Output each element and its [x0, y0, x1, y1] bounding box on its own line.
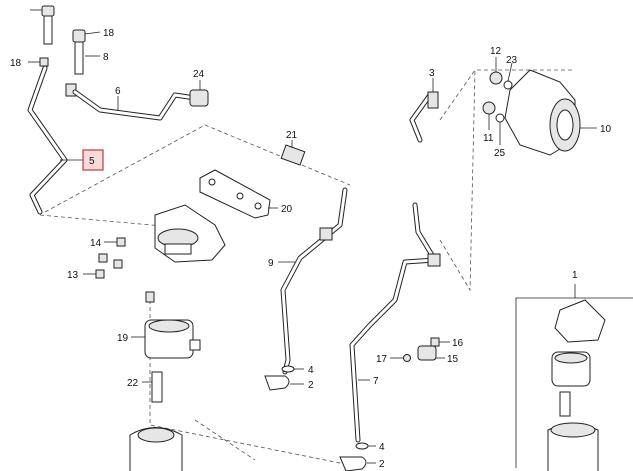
callout-17[interactable]: 17: [376, 354, 388, 365]
assembly-inset-box: [515, 284, 633, 468]
part-2-banjo-lower[interactable]: [339, 456, 376, 471]
part-4-washer-lower[interactable]: [355, 442, 376, 450]
callout-11[interactable]: 11: [483, 133, 494, 144]
part-18-fitting[interactable]: [28, 57, 49, 67]
callout-14[interactable]: 14: [90, 238, 102, 249]
callout-3[interactable]: 3: [429, 68, 435, 79]
callout-9[interactable]: 9: [268, 258, 274, 269]
part-5-pipe[interactable]: [27, 65, 83, 215]
callout-13[interactable]: 13: [67, 270, 79, 281]
callout-labels: 1 2 2 3 4 4 5 6 7 8 9 10 11 12 13 14 15 …: [10, 28, 612, 470]
part-11-nut[interactable]: [482, 101, 496, 130]
callout-5-highlight: [82, 149, 104, 171]
callout-12[interactable]: 12: [490, 46, 502, 57]
part-3-pipe[interactable]: [409, 78, 439, 143]
part-24-clamp[interactable]: [189, 80, 209, 107]
part-21-sleeve[interactable]: [280, 140, 306, 166]
part-12-nut[interactable]: [489, 57, 503, 85]
callout-8[interactable]: 8: [103, 52, 109, 63]
callout-10[interactable]: 10: [600, 124, 612, 135]
part-8-sleeve[interactable]: [72, 29, 101, 75]
callout-2-lower[interactable]: 2: [379, 459, 385, 470]
part-22-stud[interactable]: [142, 371, 163, 403]
callout-24[interactable]: 24: [193, 69, 205, 80]
callout-15[interactable]: 15: [447, 354, 459, 365]
part-16-plug[interactable]: [430, 337, 450, 347]
callout-2-upper[interactable]: 2: [308, 380, 314, 391]
callout-21[interactable]: 21: [286, 130, 298, 141]
part-2-banjo-upper[interactable]: [264, 375, 304, 391]
callout-18-top[interactable]: 18: [103, 28, 115, 39]
callout-16[interactable]: 16: [452, 338, 464, 349]
callout-23[interactable]: 23: [506, 55, 518, 66]
part-19-oil-cooler[interactable]: [131, 319, 201, 359]
callout-22[interactable]: 22: [127, 378, 139, 389]
part-10-water-pump[interactable]: [504, 69, 597, 156]
part-9-pipe[interactable]: [278, 187, 348, 375]
part-1-assembly-inset[interactable]: [547, 299, 606, 471]
part-20-gasket[interactable]: [199, 169, 278, 219]
part-6-hose[interactable]: [65, 83, 198, 121]
part-15-fitting[interactable]: [417, 345, 445, 361]
callout-4-lower[interactable]: 4: [379, 442, 385, 453]
callout-19[interactable]: 19: [117, 333, 129, 344]
filter-head-housing[interactable]: [154, 204, 226, 263]
housing-bolt[interactable]: [145, 291, 155, 303]
callout-6[interactable]: 6: [115, 86, 121, 97]
callout-7[interactable]: 7: [373, 376, 379, 387]
part-25-washer[interactable]: [495, 113, 505, 145]
part-4-washer-upper[interactable]: [281, 365, 304, 373]
oil-filter-bottom[interactable]: [129, 427, 183, 471]
callout-25[interactable]: 25: [494, 148, 506, 159]
part-7-pipe[interactable]: [349, 202, 441, 443]
callout-18-left[interactable]: 18: [10, 58, 22, 69]
callout-1[interactable]: 1: [572, 270, 578, 281]
part-17-bolt[interactable]: [390, 354, 411, 362]
part-13-bolts[interactable]: [83, 253, 123, 279]
callout-5[interactable]: 5: [89, 156, 95, 167]
part-23-washer[interactable]: [503, 62, 513, 90]
part-14-bolt[interactable]: [104, 237, 126, 247]
callout-20[interactable]: 20: [281, 204, 293, 215]
callout-4-upper[interactable]: 4: [308, 365, 314, 376]
part-18-upper-connector[interactable]: [30, 5, 55, 45]
